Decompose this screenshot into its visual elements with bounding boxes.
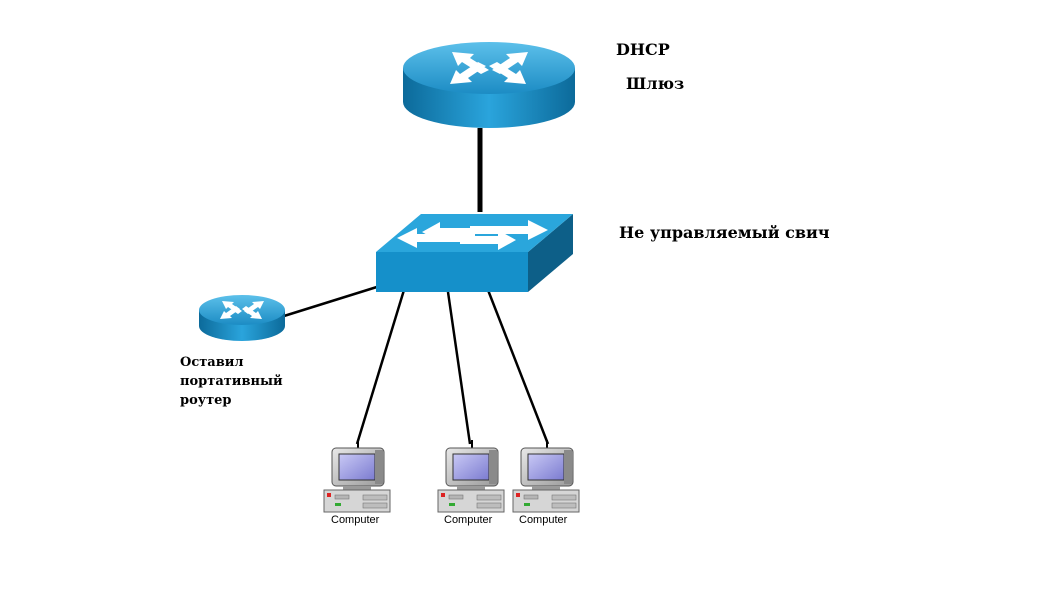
cables — [283, 128, 550, 445]
computer-2-label: Computer — [444, 514, 493, 526]
portable-router-label-line1: Оставил — [180, 355, 244, 370]
computer-2-icon — [437, 440, 505, 513]
gateway-label: Шлюз — [626, 74, 685, 93]
computer-1-icon — [323, 440, 391, 513]
cable-switch-pc3 — [486, 289, 550, 445]
dhcp-label: DHCP — [616, 40, 670, 59]
computer-1-label: Computer — [331, 514, 380, 526]
computer-3-icon — [512, 440, 580, 513]
gateway-router-icon — [403, 42, 575, 128]
portable-router-label: Оставил портативный роутер — [180, 353, 283, 410]
switch-label: Не управляемый свич — [619, 223, 830, 242]
cable-switch-pc2 — [446, 291, 472, 445]
computer-3-label: Computer — [519, 514, 568, 526]
portable-router-label-line2: портативный — [180, 374, 283, 389]
unmanaged-switch-icon — [376, 214, 573, 292]
cable-switch-portable-router — [283, 284, 381, 318]
cable-switch-pc1 — [355, 289, 406, 445]
portable-router-icon — [199, 295, 285, 341]
portable-router-label-line3: роутер — [180, 393, 232, 408]
